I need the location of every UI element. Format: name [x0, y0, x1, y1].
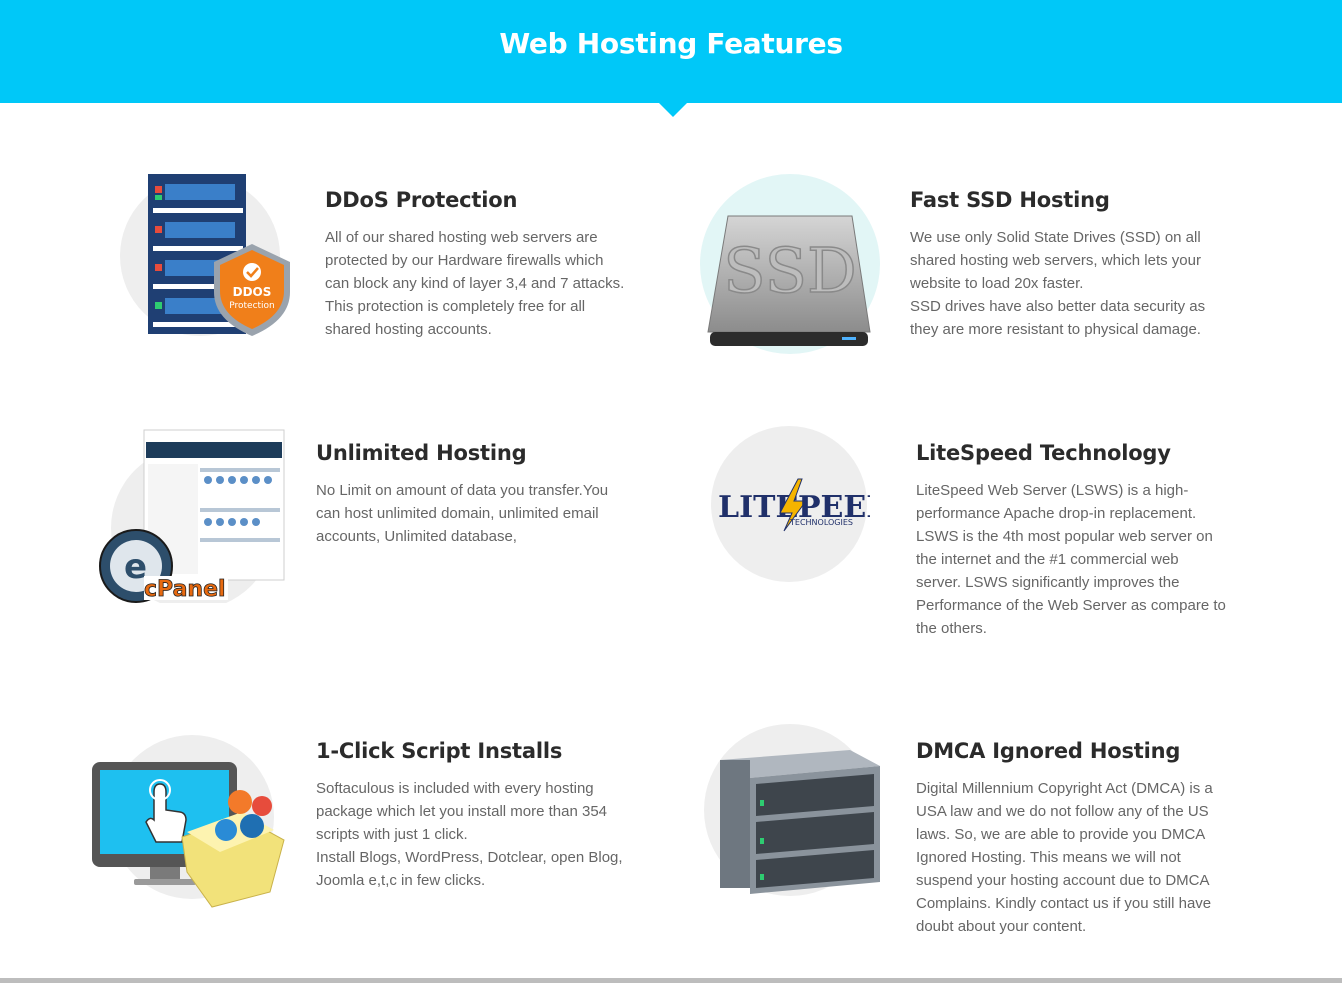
feature-description: All of our shared hosting web servers ar…: [325, 229, 625, 338]
ddos-server-shield-icon: DDOS Protection: [115, 170, 295, 345]
feature-title: DMCA Ignored Hosting: [916, 739, 1181, 763]
feature-dmca: DMCA Ignored Hosting Digital Millennium …: [916, 739, 1261, 938]
feature-title: DDoS Protection: [325, 188, 518, 212]
ssd-label: SSD: [723, 234, 857, 307]
feature-description: Digital Millennium Copyright Act (DMCA) …: [916, 780, 1213, 935]
feature-ddos: DDoS Protection All of our shared hostin…: [325, 188, 665, 341]
feature-one-click: 1-Click Script Installs Softaculous is i…: [316, 739, 661, 892]
page-header: Web Hosting Features: [0, 0, 1342, 103]
bottom-divider: [0, 978, 1342, 983]
feature-description: No Limit on amount of data you transfer.…: [316, 482, 609, 545]
one-click-install-icon: [92, 722, 292, 917]
server-rack-icon: [700, 722, 885, 907]
page-title: Web Hosting Features: [499, 27, 843, 60]
feature-description: LiteSpeed Web Server (LSWS) is a high- p…: [916, 482, 1226, 637]
header-pointer: [659, 103, 687, 117]
feature-title: Unlimited Hosting: [316, 441, 527, 465]
cpanel-label: cPanel: [144, 577, 226, 602]
feature-ssd: Fast SSD Hosting We use only Solid State…: [910, 188, 1250, 341]
feature-title: Fast SSD Hosting: [910, 188, 1110, 212]
feature-unlimited: Unlimited Hosting No Limit on amount of …: [316, 441, 661, 548]
feature-title: 1-Click Script Installs: [316, 739, 563, 763]
cpanel-icon: e cPanel: [88, 428, 293, 610]
feature-title: LiteSpeed Technology: [916, 441, 1171, 465]
litespeed-logo-sub: TECHNOLOGIES: [789, 518, 853, 527]
svg-text:e: e: [124, 547, 147, 587]
ddos-badge-subtitle: Protection: [229, 301, 275, 311]
ddos-badge-title: DDOS: [233, 285, 272, 299]
feature-description: Softaculous is included with every hosti…: [316, 780, 623, 889]
feature-litespeed: LiteSpeed Technology LiteSpeed Web Serve…: [916, 441, 1266, 640]
litespeed-logo-icon: LITE PEED TECHNOLOGIES: [710, 425, 892, 590]
feature-description: We use only Solid State Drives (SSD) on …: [910, 229, 1206, 338]
ssd-drive-icon: SSD: [698, 172, 883, 362]
